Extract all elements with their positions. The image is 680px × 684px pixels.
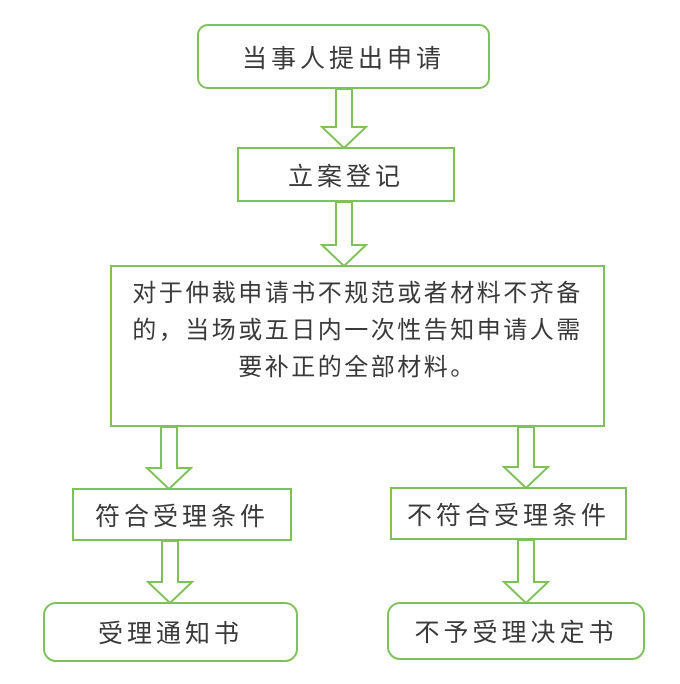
node-apply-label: 当事人提出申请: [241, 45, 445, 73]
down-arrow-icon: [502, 539, 550, 604]
node-not-eligible-label: 不符合受理条件: [406, 502, 610, 530]
node-notice-text-line: 的，当场或五日内一次性告知申请人需: [132, 318, 583, 344]
down-arrow-icon: [502, 426, 550, 489]
node-acceptance: 受理通知书: [43, 602, 298, 662]
node-register-label: 立案登记: [287, 163, 404, 191]
node-apply: 当事人提出申请: [197, 24, 490, 89]
node-acceptance-label: 受理通知书: [97, 621, 243, 648]
node-eligible: 符合受理条件: [72, 488, 292, 541]
node-rejection: 不予受理决定书: [387, 602, 645, 660]
down-arrow-icon: [320, 88, 368, 149]
down-arrow-icon: [146, 540, 194, 604]
node-notice-text-line: 对于仲裁申请书不规范或者材料不齐备: [132, 281, 583, 307]
node-notice: 对于仲裁申请书不规范或者材料不齐备 的，当场或五日内一次性告知申请人需 要补正的…: [110, 265, 605, 427]
node-notice-text-line: 要补正的全部材料。: [238, 355, 477, 381]
node-not-eligible: 不符合受理条件: [390, 487, 627, 540]
node-eligible-label: 符合受理条件: [94, 503, 269, 531]
down-arrow-icon: [145, 426, 193, 490]
node-register: 立案登记: [237, 147, 455, 202]
down-arrow-icon: [320, 201, 368, 267]
node-rejection-label: 不予受理决定书: [414, 620, 618, 647]
